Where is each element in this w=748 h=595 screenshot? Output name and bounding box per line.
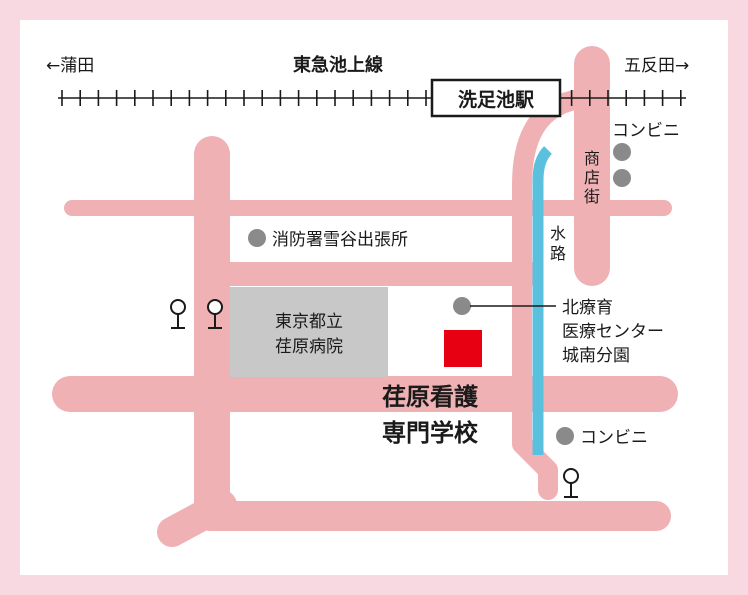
medical-center-line2: 医療センター <box>562 322 664 342</box>
convenience-store-label-upper: コンビニ <box>612 121 680 141</box>
waterway <box>532 146 553 455</box>
shopping-street-char2: 店 <box>584 168 600 187</box>
mailbox-icon <box>563 468 579 498</box>
mailbox-icon <box>170 299 186 329</box>
medical-center-line1: 北療育 <box>562 298 613 318</box>
railway-line-name: 東急池上線 <box>293 54 383 76</box>
school-name-line1: 荏原看護 <box>382 383 479 411</box>
fire-station-dot <box>248 229 266 247</box>
hospital-label-line1: 東京都立 <box>275 312 343 332</box>
railway-track <box>58 90 686 106</box>
direction-right-gotanda: 五反田→ <box>624 56 689 76</box>
waterway-char1: 水 <box>550 224 566 243</box>
station-name: 洗足池駅 <box>458 88 535 111</box>
school-marker <box>444 330 482 367</box>
fire-station-label: 消防署雪谷出張所 <box>272 230 408 250</box>
waterway-char2: 路 <box>550 244 566 263</box>
roads <box>52 46 678 547</box>
shopping-street-char1: 商 <box>584 149 600 168</box>
mailbox-icon <box>207 299 223 329</box>
convenience-store-label-lower: コンビニ <box>580 428 648 448</box>
hospital-label-line2: 荏原病院 <box>275 337 343 357</box>
convenience-store-dot-lower <box>556 427 574 445</box>
medical-center-line3: 城南分園 <box>562 346 630 366</box>
convenience-store-dot-upper-1 <box>613 143 631 161</box>
school-name-line2: 専門学校 <box>382 419 479 447</box>
waterway-label-bg <box>544 216 572 266</box>
road-bottom-left-diagonal <box>157 490 237 547</box>
station-box <box>430 78 562 118</box>
convenience-store-dot-upper-2 <box>613 169 631 187</box>
shopping-street-char3: 街 <box>584 187 600 206</box>
hospital-block <box>230 287 388 377</box>
direction-left-kamata: ←蒲田 <box>46 56 94 76</box>
medical-center-dot <box>453 297 471 315</box>
